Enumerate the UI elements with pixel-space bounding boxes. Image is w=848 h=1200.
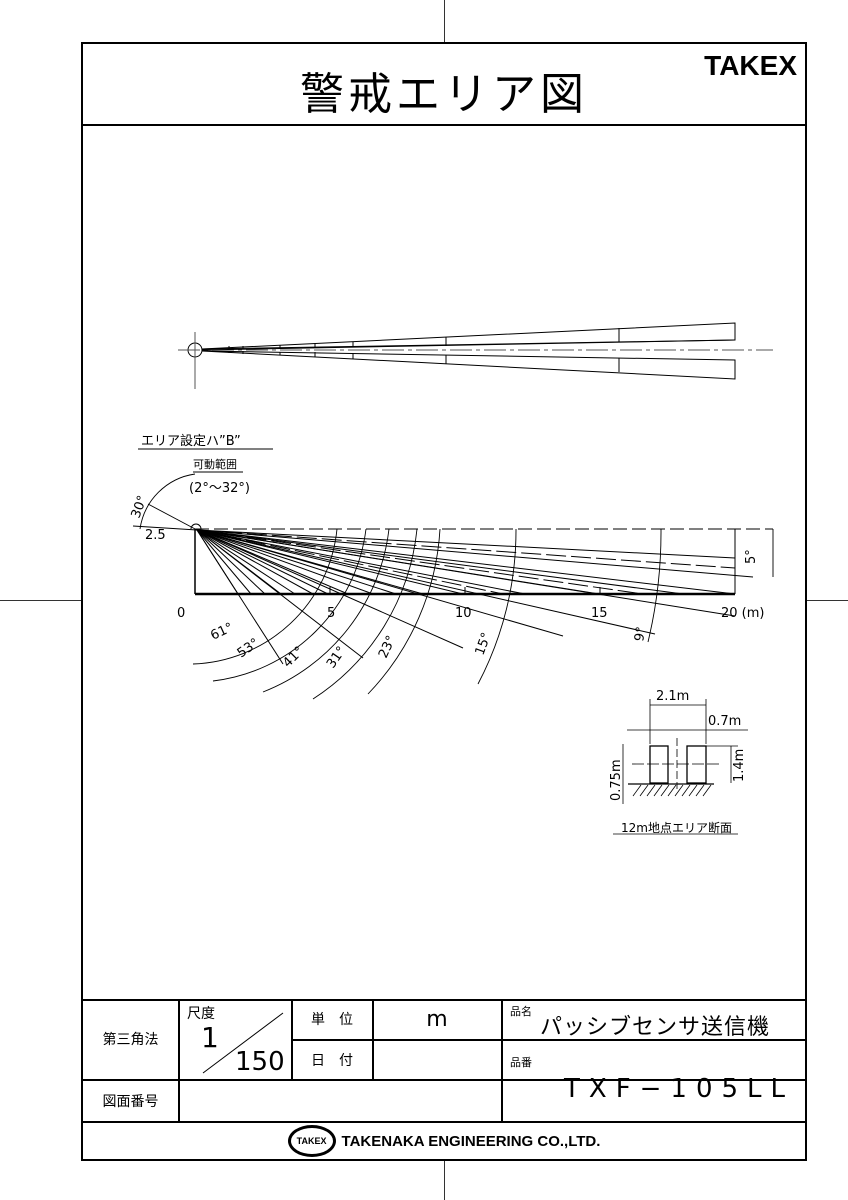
date-label-cell: 日 付 (292, 1040, 372, 1079)
title-bar: 警戒エリア図 TAKEX (83, 44, 805, 126)
crop-mark-top (444, 0, 445, 42)
drawing-no-label-cell: 図面番号 (83, 1080, 178, 1121)
company-name: TAKENAKA ENGINEERING CO.,LTD. (341, 1132, 601, 1150)
scale-denominator: 150 (235, 1047, 285, 1077)
angle-label-41: 41° (280, 644, 307, 671)
scale-slash (202, 1012, 284, 1074)
axis-tick-5: 5 (327, 606, 335, 621)
drawing-no-value-cell (179, 1080, 501, 1121)
side-view-diagram (132, 448, 774, 700)
axis-tick-15: 15 (591, 606, 608, 621)
scale-numerator: 1 (201, 1021, 219, 1054)
title-block: 第三角法 尺度 1 150 単 位 m 日 付 品名 パッシブセンサ送信機 品番… (83, 999, 808, 1161)
projection-cell: 第三角法 (83, 999, 178, 1079)
scale-cell: 尺度 1 150 (179, 999, 291, 1079)
unit-value-cell: m (373, 999, 501, 1039)
drawing-canvas: エリア設定ハ”B” 可動範囲 (2°〜32°) 30° 2.5 5° 0 5 1… (129, 322, 774, 835)
crop-mark-bottom (444, 1161, 445, 1200)
cross-gap-label: 0.7m (708, 714, 741, 729)
angle-label-9: 9° (632, 626, 649, 643)
cross-section-diagram (613, 699, 748, 835)
product-name: パッシブセンサ送信機 (540, 1015, 771, 1040)
vertical-spread-label: 5° (744, 549, 759, 564)
product-no-label: 品番 (510, 1056, 532, 1069)
cross-bottom-height-label: 0.75m (609, 759, 624, 801)
unit-label: 単 位 (311, 1012, 353, 1028)
area-setting-label: エリア設定ハ”B” (141, 433, 241, 449)
angle-label-53: 53° (235, 636, 262, 662)
takex-oval-logo-icon: TAKEX (287, 1125, 336, 1157)
angle-label-15: 15° (473, 631, 495, 658)
drawing-sheet: 警戒エリア図 TAKEX (81, 42, 807, 1161)
crop-mark-left (0, 600, 81, 601)
brand-logo: TAKEX (704, 50, 797, 81)
crop-mark-right (807, 600, 848, 601)
date-label: 日 付 (311, 1052, 353, 1069)
tilt-angle-label: 30° (129, 494, 151, 521)
product-no-cell: 品番 TXF−105LL (502, 1040, 808, 1121)
axis-tick-0: 0 (177, 606, 185, 621)
angle-label-23: 23° (376, 633, 399, 660)
angle-label-31: 31° (324, 644, 350, 671)
unit-label-cell: 単 位 (292, 999, 372, 1039)
mount-height-label: 2.5 (145, 528, 166, 543)
drawing-no-label: 図面番号 (102, 1093, 159, 1110)
company-footer: TAKEX TAKENAKA ENGINEERING CO.,LTD. (83, 1121, 805, 1161)
cross-width-label: 2.1m (656, 689, 689, 704)
product-no: TXF−105LL (564, 1074, 795, 1104)
cross-section-caption: 12m地点エリア断面 (621, 820, 732, 835)
axis-tick-10: 10 (455, 606, 472, 621)
movable-range-value: (2°〜32°) (189, 481, 250, 496)
cross-beam-height-label: 1.4m (732, 749, 747, 782)
top-view-diagram (178, 322, 773, 389)
projection-label: 第三角法 (102, 1032, 159, 1048)
angle-label-61: 61° (208, 620, 235, 643)
product-name-label: 品名 (510, 1005, 532, 1018)
scale-label: 尺度 (187, 1006, 215, 1022)
date-value-cell (373, 1040, 501, 1079)
movable-range-label: 可動範囲 (193, 457, 237, 471)
axis-tick-20: 20 (m) (721, 606, 764, 621)
unit-value: m (426, 1006, 448, 1032)
product-name-cell: 品名 パッシブセンサ送信機 (502, 999, 808, 1040)
page-title: 警戒エリア図 (300, 69, 588, 120)
